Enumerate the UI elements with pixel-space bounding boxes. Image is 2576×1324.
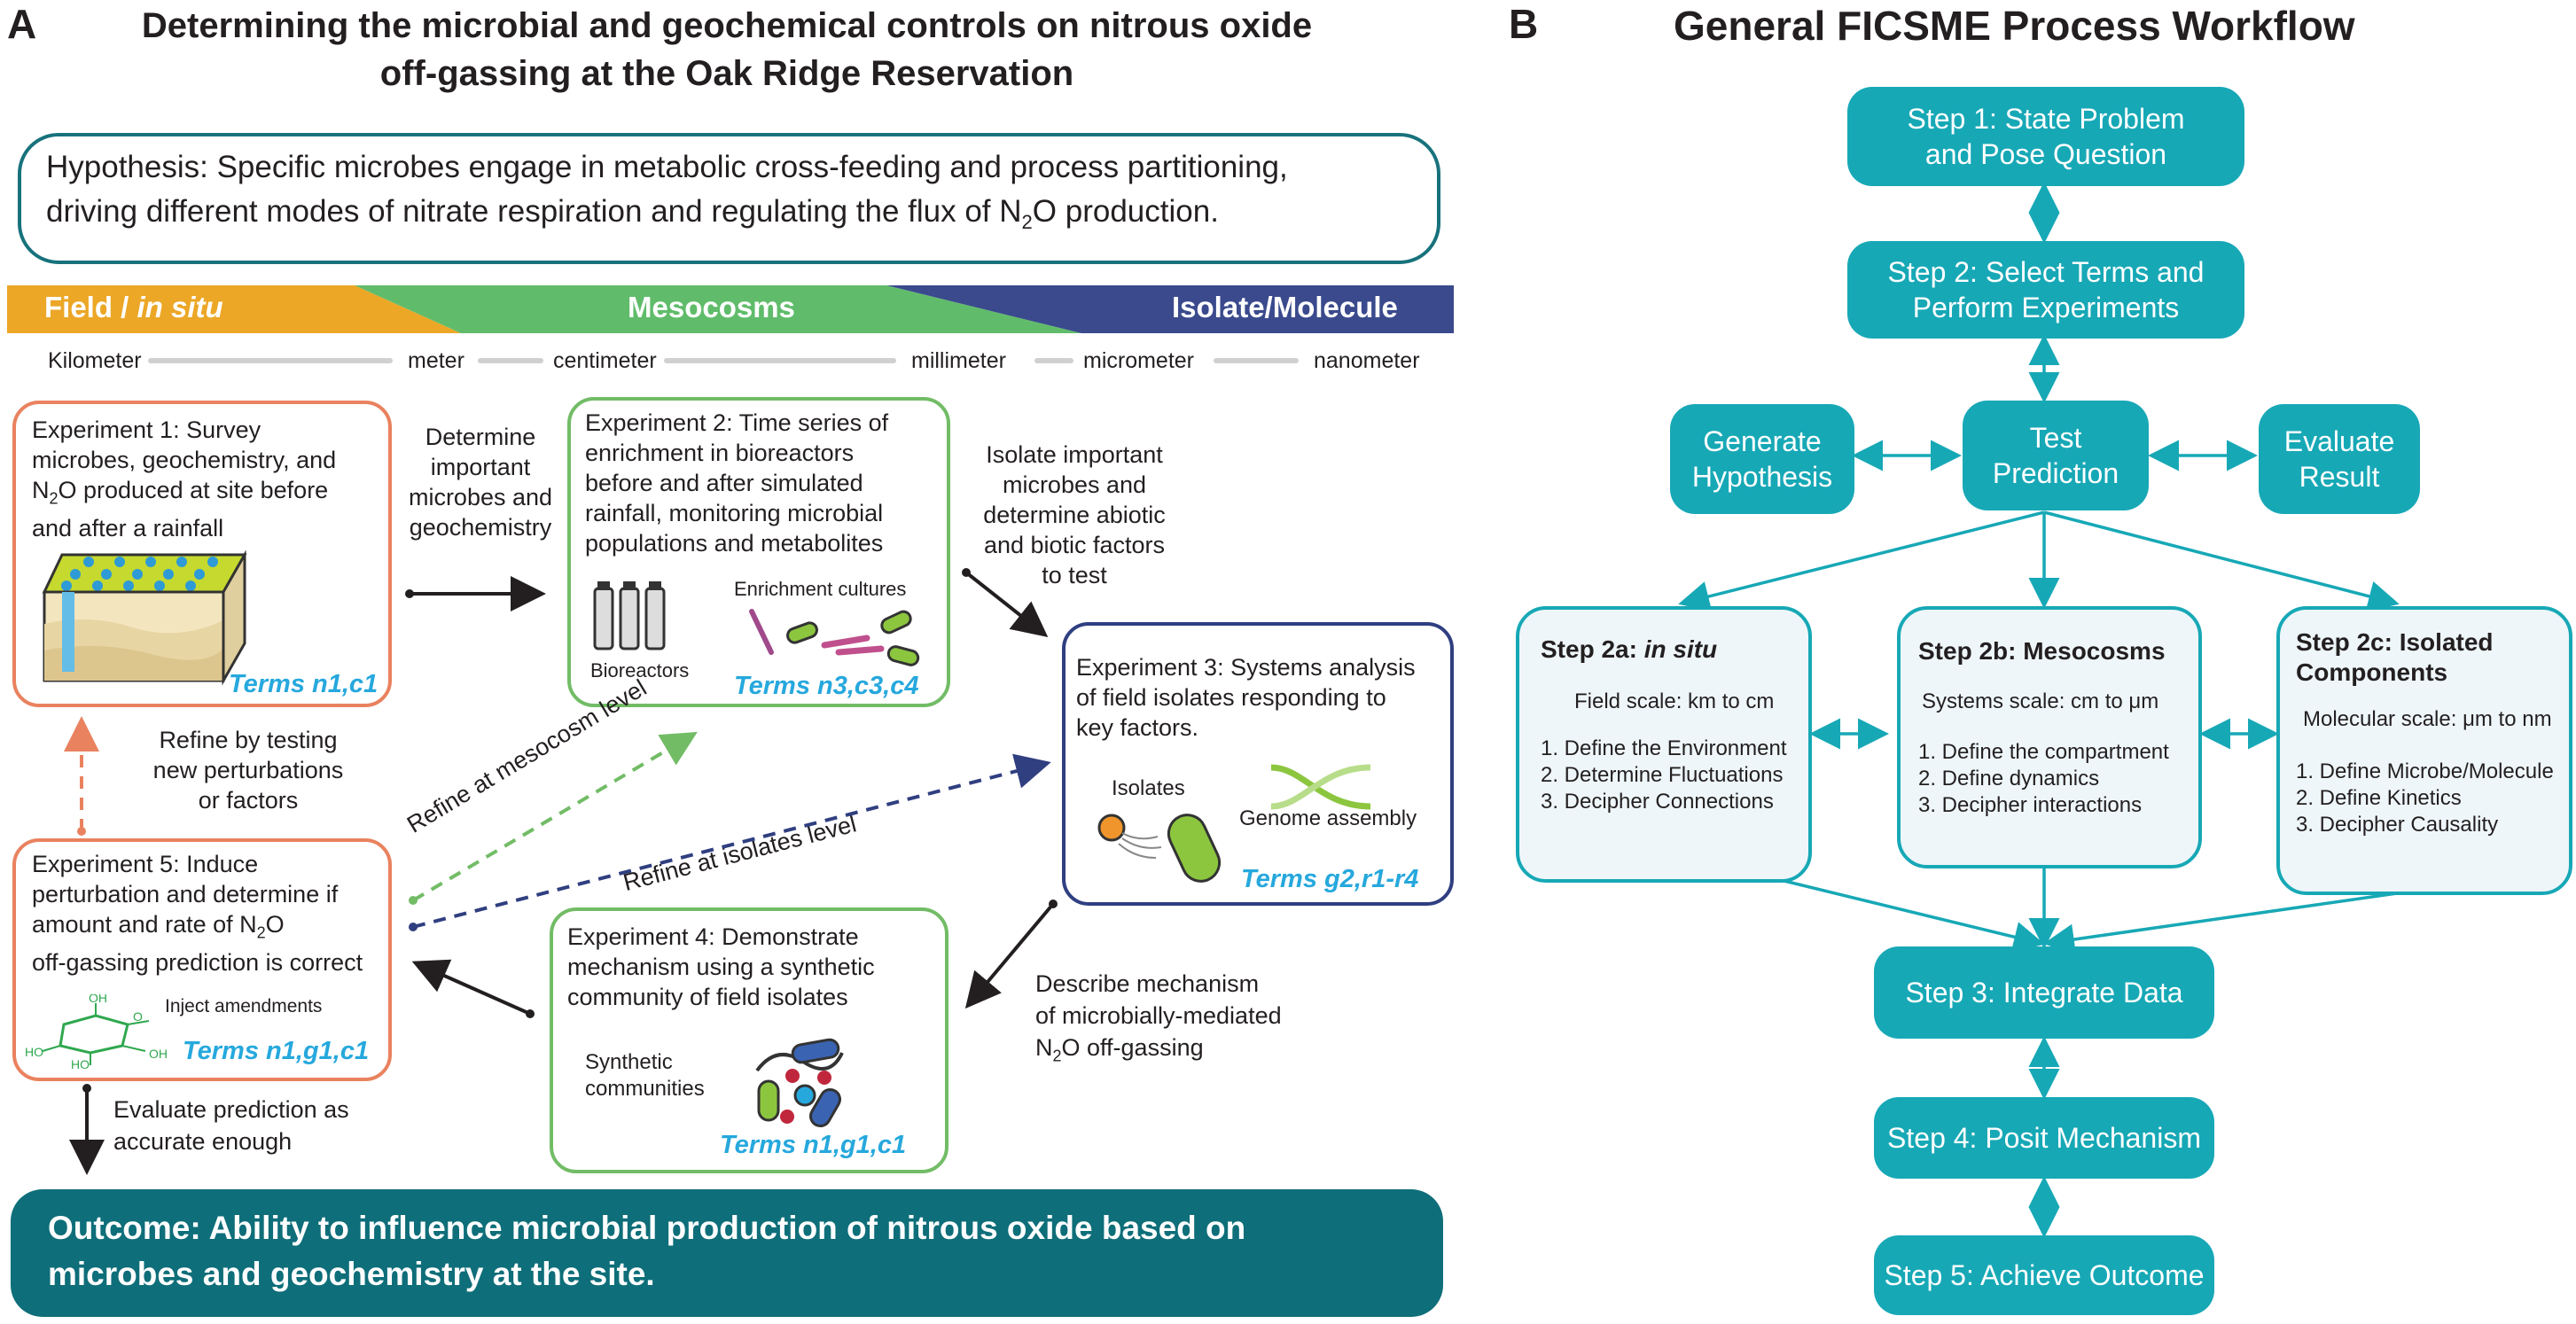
step2b-box: Step 2b: Mesocosms Systems scale: cm to … — [1897, 606, 2202, 868]
scale-micrometer: micrometer — [1083, 348, 1195, 373]
band-isolate — [886, 285, 1454, 333]
step2a-box: Step 2a: in situ Field scale: km to cm 1… — [1516, 606, 1812, 883]
experiment-4-box: Experiment 4: Demonstrate mechanism usin… — [550, 907, 948, 1173]
experiment-3-terms: Terms g2,r1-r4 — [1241, 865, 1419, 893]
isolates-icon — [1097, 814, 1222, 883]
label-evaluate: Evaluate prediction as accurate enough — [113, 1096, 349, 1155]
genome-icon — [1270, 764, 1371, 810]
enrichment-label: Enrichment cultures — [734, 578, 907, 600]
experiment-5-text: Experiment 5: Induce perturbation and de… — [32, 851, 363, 977]
label-describe: Describe mechanism of microbially-mediat… — [1035, 970, 1282, 1065]
genome-label: Genome assembly — [1239, 806, 1417, 830]
step4-box: Step 4: Posit Mechanism — [1874, 1097, 2214, 1179]
experiment-3-text: Experiment 3: Systems analysis of field … — [1076, 654, 1416, 741]
ho-label-bottom: HO — [71, 1057, 90, 1071]
inject-label: Inject amendments — [165, 996, 323, 1016]
scale-meter: meter — [408, 348, 464, 373]
panel-a-title-line1: Determining the microbial and geochemica… — [141, 6, 1313, 45]
experiment-2-box: Experiment 2: Time series of enrichment … — [567, 397, 950, 707]
step2b-list: 1. Define the compartment 2. Define dyna… — [1918, 740, 2169, 817]
bioreactors-icon — [593, 581, 666, 650]
step2c-heading: Step 2c: Isolated Components — [2296, 628, 2494, 686]
soil-block-icon — [42, 549, 247, 686]
panel-a-letter: A — [7, 1, 37, 47]
oh-label-right: OH — [149, 1047, 168, 1061]
band-field — [7, 285, 461, 333]
step2a-scale: Field scale: km to cm — [1574, 689, 1775, 713]
step2b-scale: Systems scale: cm to μm — [1922, 689, 2159, 713]
experiment-1-text: Experiment 1: Survey microbes, geochemis… — [32, 417, 337, 542]
experiment-2-text: Experiment 2: Time series of enrichment … — [585, 409, 889, 557]
bioreactors-label: Bioreactors — [590, 659, 690, 681]
panel-a-title: Determining the microbial and geochemica… — [53, 2, 1401, 97]
ring-o-label: O — [133, 1009, 143, 1024]
experiment-1-box: Experiment 1: Survey microbes, geochemis… — [12, 401, 392, 707]
hypothesis-line2: driving different modes of nitrate respi… — [46, 194, 1219, 233]
panel-a-title-line2: off-gassing at the Oak Ridge Reservation — [379, 54, 1074, 93]
label-refine-testing: Refine by testing new perturbations or f… — [152, 727, 344, 814]
hypothesis-line1: Hypothesis: Specific microbes engage in … — [46, 150, 1288, 184]
outcome-box: Outcome: Ability to influence microbial … — [11, 1189, 1443, 1317]
experiment-2-terms: Terms n3,c3,c4 — [734, 672, 919, 700]
synthetic-label: Synthetic communities — [585, 1050, 705, 1101]
scale-kilometer: Kilometer — [48, 348, 142, 373]
panel-b-letter: B — [1509, 1, 1539, 47]
panel-b-title: General FICSME Process Workflow — [1674, 3, 2355, 49]
step5-box: Step 5: Achieve Outcome — [1874, 1235, 2214, 1315]
scale-nanometer: nanometer — [1314, 348, 1420, 373]
scale-centimeter: centimeter — [553, 348, 657, 373]
isolates-label: Isolates — [1112, 776, 1185, 800]
experiment-4-terms: Terms n1,g1,c1 — [720, 1131, 907, 1159]
band-field-label: Field / in situ — [44, 291, 223, 323]
step2a-heading: Step 2a: in situ — [1541, 635, 1718, 663]
glucose-molecule-icon: OH HO O OH HO — [25, 994, 168, 1071]
experiment-3-box: Experiment 3: Systems analysis of field … — [1062, 622, 1454, 906]
outcome-line1: Outcome: Ability to influence microbial … — [48, 1210, 1246, 1246]
step2b-heading: Step 2b: Mesocosms — [1918, 637, 2166, 665]
step2c-list: 1. Define Microbe/Molecule 2. Define Kin… — [2296, 759, 2554, 837]
label-determine: Determine important microbes and geochem… — [408, 424, 553, 541]
outcome-line2: microbes and geochemistry at the site. — [48, 1256, 655, 1292]
band-mesocosms — [355, 285, 1081, 333]
oh-label-top: OH — [89, 994, 107, 1005]
step2c-scale: Molecular scale: μm to nm — [2303, 707, 2552, 731]
synthetic-community-icon — [755, 1038, 844, 1128]
scale-millimeter: millimeter — [911, 348, 1006, 373]
experiment-5-box: Experiment 5: Induce perturbation and de… — [12, 838, 392, 1081]
experiment-5-terms: Terms n1,g1,c1 — [183, 1037, 370, 1065]
label-isolate: Isolate important microbes and determine… — [983, 441, 1166, 588]
ho-label-left: HO — [25, 1045, 43, 1059]
step3-box: Step 3: Integrate Data — [1874, 946, 2214, 1039]
enrichment-cultures-icon — [749, 609, 920, 666]
experiment-1-terms: Terms n1,c1 — [229, 670, 379, 698]
band-isolate-label: Isolate/Molecule — [1172, 291, 1398, 323]
hypothesis-box: Hypothesis: Specific microbes engage in … — [18, 133, 1440, 264]
step2c-box: Step 2c: Isolated Components Molecular s… — [2276, 606, 2572, 895]
band-mesocosms-label: Mesocosms — [628, 291, 795, 323]
experiment-4-text: Experiment 4: Demonstrate mechanism usin… — [567, 923, 875, 1010]
step2a-list: 1. Define the Environment 2. Determine F… — [1541, 736, 1787, 814]
